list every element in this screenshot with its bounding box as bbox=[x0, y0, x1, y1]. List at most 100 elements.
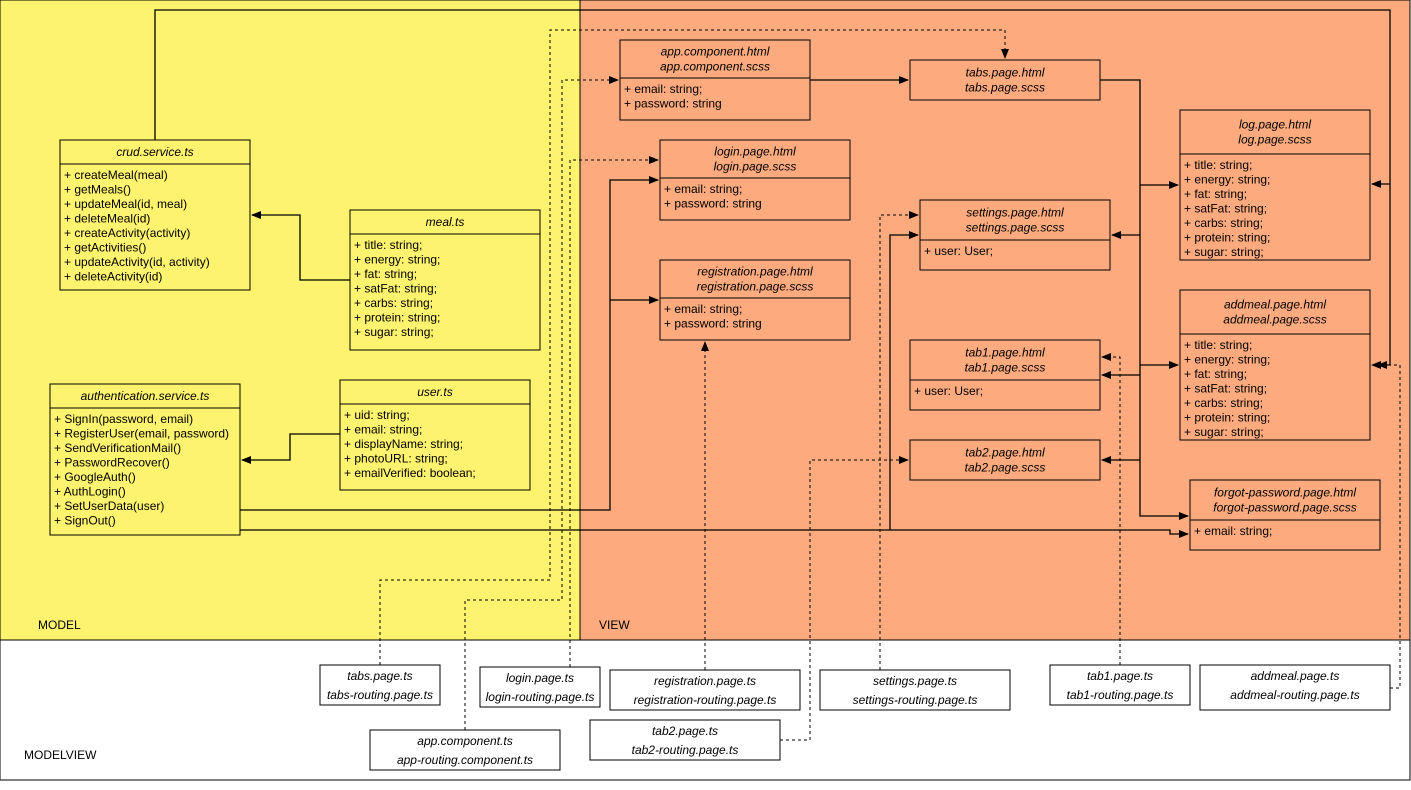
box-member: + email: string; bbox=[1194, 524, 1272, 538]
file-name: login.page.ts bbox=[506, 671, 574, 685]
box-title-line: app.component.html bbox=[661, 45, 770, 59]
dash-tabs-ts-to-tabs-page bbox=[379, 29, 1009, 665]
box-border bbox=[919, 199, 1111, 271]
dash-settings-ts-to-settings-page bbox=[879, 211, 919, 670]
box-border bbox=[1179, 109, 1371, 261]
box-title-line: forgot-password.page.html bbox=[1214, 486, 1356, 500]
box-title-line: log.page.scss bbox=[1238, 133, 1311, 147]
model-zone-label: MODEL bbox=[38, 618, 81, 632]
box-member: + carbs: string; bbox=[354, 296, 433, 310]
box-border bbox=[909, 439, 1101, 481]
box-member: + protein: string; bbox=[354, 311, 440, 325]
dashed-edges bbox=[379, 29, 1401, 741]
box-member: + createMeal(meal) bbox=[64, 168, 168, 182]
modelview-zone-label: MODELVIEW bbox=[24, 748, 97, 762]
box-member: + password: string bbox=[664, 197, 762, 211]
box-member: + password: string bbox=[624, 97, 722, 111]
file-box-registration-ts[interactable]: registration.page.tsregistration-routing… bbox=[609, 669, 801, 711]
box-member: + email: string; bbox=[624, 82, 702, 96]
file-box-tab2-ts[interactable]: tab2.page.ts tab2-routing.page.ts bbox=[589, 719, 781, 761]
class-box-authentication-service[interactable]: authentication.service.ts + SignIn(passwo… bbox=[49, 383, 241, 536]
box-member: + energy: string; bbox=[354, 253, 440, 267]
box-member: + displayName: string; bbox=[344, 437, 463, 451]
box-member: + SendVerificationMail() bbox=[54, 441, 181, 455]
box-title-line: log.page.html bbox=[1239, 118, 1311, 132]
box-title-line: registration.page.html bbox=[697, 265, 813, 279]
box-member: + title: string; bbox=[1184, 338, 1252, 352]
box-member: + password: string bbox=[664, 317, 762, 331]
class-box-user[interactable]: user.ts+ uid: string;+ email: string;+ d… bbox=[339, 379, 531, 491]
box-member: + email: string; bbox=[664, 302, 742, 316]
box-border bbox=[339, 379, 531, 491]
box-title-line: user.ts bbox=[417, 385, 453, 399]
file-name: login-routing.page.ts bbox=[486, 690, 595, 704]
box-member: + SetUserData(user) bbox=[54, 499, 164, 513]
model-zone bbox=[0, 0, 581, 641]
edge-crud-to-views bbox=[154, 9, 1391, 369]
file-box-app-ts[interactable]: app.component.ts app-routing.component.ts bbox=[369, 729, 561, 771]
box-title-line: forgot-password.page.scss bbox=[1213, 501, 1356, 515]
box-member: + sugar: string; bbox=[1184, 245, 1264, 259]
box-member: + createActivity(activity) bbox=[64, 226, 190, 240]
box-title-line: registration.page.scss bbox=[697, 280, 814, 294]
box-member: + email: string; bbox=[664, 182, 742, 196]
box-member: + title: string; bbox=[1184, 158, 1252, 172]
box-title-line: login.page.scss bbox=[714, 160, 797, 174]
file-box-border bbox=[819, 669, 1011, 711]
box-title-line: meal.ts bbox=[426, 215, 465, 229]
file-name: settings-routing.page.ts bbox=[853, 693, 978, 707]
box-member: + user: User; bbox=[924, 244, 993, 258]
file-name: tab2-routing.page.ts bbox=[632, 743, 739, 757]
box-member: + fat: string; bbox=[1184, 367, 1247, 381]
box-member: + GoogleAuth() bbox=[54, 470, 136, 484]
view-zone bbox=[579, 0, 1411, 641]
file-name: addmeal-routing.page.ts bbox=[1230, 688, 1359, 702]
box-member: + deleteMeal(id) bbox=[64, 212, 150, 226]
class-box-forgot-password-page[interactable]: forgot-password.page.htmlforgot-password… bbox=[1189, 479, 1381, 551]
box-member: + carbs: string; bbox=[1184, 396, 1263, 410]
file-name: app-routing.component.ts bbox=[397, 753, 533, 767]
dash-tab1-ts-to-tab1-page bbox=[1101, 353, 1121, 665]
edge-meal-to-crud bbox=[251, 211, 350, 281]
box-member: + energy: string; bbox=[1184, 353, 1270, 367]
box-member: + uid: string; bbox=[344, 408, 410, 422]
box-member: + user: User; bbox=[914, 384, 983, 398]
class-box-registration-page[interactable]: registration.page.htmlregistration.page.… bbox=[659, 259, 851, 341]
box-member: + satFat: string; bbox=[1184, 382, 1267, 396]
edge-signout-to-settings bbox=[889, 231, 919, 530]
box-title-line: crud.service.ts bbox=[116, 145, 193, 159]
box-member: + satFat: string; bbox=[354, 282, 437, 296]
box-member: + getActivities() bbox=[64, 241, 146, 255]
box-member: + sugar: string; bbox=[354, 325, 434, 339]
box-member: + sugar: string; bbox=[1184, 425, 1264, 439]
class-box-meal[interactable]: meal.ts+ title: string;+ energy: string;… bbox=[349, 209, 541, 351]
box-border bbox=[659, 259, 851, 341]
edge-tabs-bus bbox=[1100, 79, 1189, 520]
file-name: app.component.ts bbox=[417, 734, 512, 748]
file-box-login-ts[interactable]: login.page.ts login-routing.page.ts bbox=[479, 666, 601, 708]
box-member: + fat: string; bbox=[1184, 187, 1247, 201]
box-member: + updateMeal(id, meal) bbox=[64, 197, 187, 211]
box-member: + fat: string; bbox=[354, 267, 417, 281]
box-title-line: addmeal.page.html bbox=[1224, 298, 1326, 312]
box-member: + SignIn(password, email) bbox=[54, 412, 193, 426]
box-title-line: authentication.service.ts bbox=[81, 389, 210, 403]
file-name: registration-routing.page.ts bbox=[634, 693, 777, 707]
box-border bbox=[1179, 289, 1371, 441]
box-member: + emailVerified: boolean; bbox=[344, 466, 476, 480]
edge-user-to-auth bbox=[241, 433, 340, 464]
file-name: tab2.page.ts bbox=[652, 724, 718, 738]
